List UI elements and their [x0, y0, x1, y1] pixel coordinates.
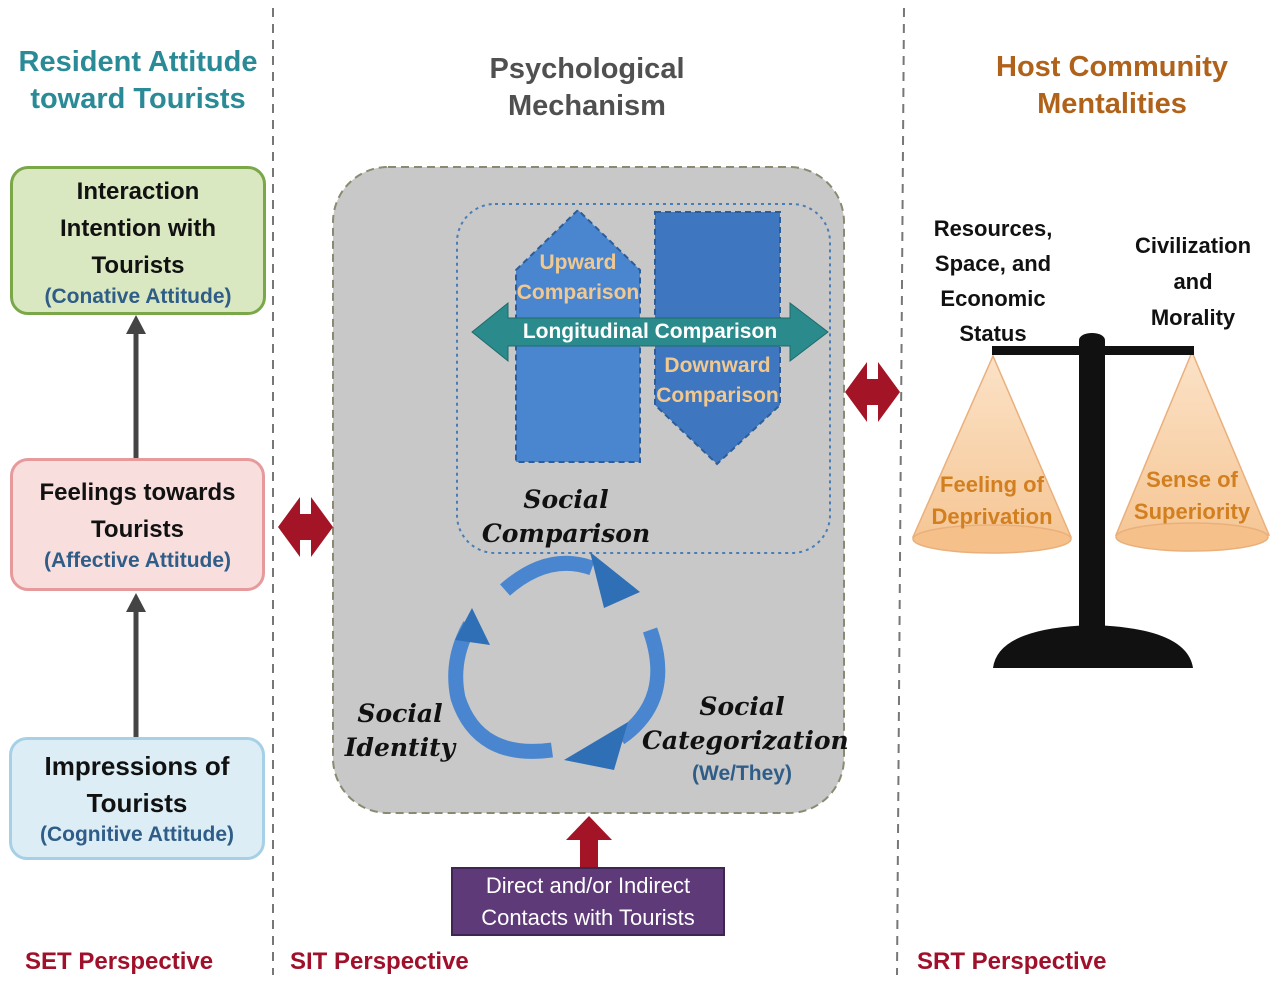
middle-title-line2: Mechanism — [508, 90, 666, 122]
right-double-arrow — [845, 362, 900, 422]
left-column-title: Resident Attitude toward Tourists — [0, 44, 276, 118]
feeling-of-deprivation-label: Feeling of Deprivation — [918, 469, 1066, 533]
deprivation-line2: Deprivation — [931, 504, 1053, 529]
cognitive-sub: (Cognitive Attitude) — [39, 823, 235, 846]
balance-scale-icon — [911, 333, 1271, 668]
cognitive-attitude-box: Impressions of Tourists (Cognitive Attit… — [9, 737, 265, 860]
scale-right-line2: and — [1173, 269, 1213, 294]
left-title-line2: toward Tourists — [30, 83, 246, 115]
left-title-line1: Resident Attitude — [18, 46, 258, 78]
contacts-line2: Contacts with Tourists — [481, 905, 695, 930]
contacts-up-arrow — [566, 816, 612, 868]
contacts-box: Direct and/or Indirect Contacts with Tou… — [451, 867, 725, 936]
superiority-line2: Superiority — [1133, 499, 1251, 524]
downward-comparison-label: Downward Comparison — [655, 351, 780, 411]
set-perspective-label: SET Perspective — [25, 948, 214, 975]
sense-of-superiority-label: Sense of Superiority — [1118, 464, 1266, 528]
social-identity-label: Social Identity — [340, 697, 460, 765]
scale-right-label: Civilization and Morality — [1120, 228, 1266, 336]
upward-line2: Comparison — [516, 281, 640, 304]
affective-attitude-box: Feelings towards Tourists (Affective Att… — [10, 458, 265, 591]
right-title-line2: Mentalities — [1037, 88, 1187, 120]
scale-left-line2: Space, and — [934, 251, 1052, 276]
social-categorization-line1: Social — [699, 692, 785, 721]
conative-line1: Interaction — [76, 178, 200, 205]
right-column-title: Host Community Mentalities — [962, 49, 1262, 123]
contacts-line1: Direct and/or Indirect — [485, 873, 691, 898]
scale-left-label: Resources, Space, and Economic Status — [920, 211, 1066, 351]
social-cycle-arrows — [448, 555, 666, 759]
arrow-cognitive-to-affective — [126, 593, 146, 737]
upward-comparison-label: Upward Comparison — [516, 248, 640, 308]
social-cycle-arrowheads — [455, 552, 640, 770]
social-comparison-line2: Comparison — [481, 519, 651, 548]
we-they-label: (We/They) — [692, 762, 792, 785]
scale-left-line3: Economic — [940, 286, 1046, 311]
conative-attitude-box: Interaction Intention with Tourists (Con… — [10, 166, 266, 315]
affective-line1: Feelings towards — [39, 479, 236, 506]
affective-line2: Tourists — [91, 516, 184, 543]
deprivation-line1: Feeling of — [940, 472, 1044, 497]
sit-perspective-label: SIT Perspective — [290, 948, 469, 975]
scale-left-line1: Resources, — [933, 216, 1053, 241]
social-categorization-line2: Categorization — [642, 726, 849, 755]
affective-sub: (Affective Attitude) — [43, 549, 232, 572]
social-categorization-label: Social Categorization — [642, 690, 849, 758]
middle-title-line1: Psychological — [489, 53, 685, 85]
scale-left-line4: Status — [959, 321, 1027, 346]
social-comparison-frame — [456, 203, 831, 554]
superiority-line1: Sense of — [1146, 467, 1238, 492]
social-identity-line2: Identity — [344, 733, 456, 762]
middle-column-title: Psychological Mechanism — [437, 51, 737, 125]
downward-line1: Downward — [664, 354, 771, 377]
upward-line1: Upward — [539, 251, 617, 274]
longitudinal-comparison-label: Longitudinal Comparison — [522, 320, 778, 343]
srt-perspective-label: SRT Perspective — [917, 948, 1107, 975]
cognitive-line2: Tourists — [86, 788, 188, 818]
conative-line2: Intention with — [60, 215, 216, 242]
social-comparison-label: Social Comparison — [466, 483, 666, 551]
arrow-affective-to-conative — [126, 315, 146, 458]
right-title-line1: Host Community — [996, 51, 1228, 83]
conative-line3: Tourists — [91, 252, 185, 279]
downward-line2: Comparison — [656, 384, 779, 407]
scale-right-line1: Civilization — [1134, 233, 1252, 258]
scale-right-line3: Morality — [1150, 305, 1236, 330]
conative-sub: (Conative Attitude) — [44, 285, 232, 308]
social-comparison-line1: Social — [523, 485, 609, 514]
longitudinal-comparison-arrow — [471, 301, 829, 363]
social-identity-line1: Social — [357, 699, 443, 728]
left-column-arrows — [126, 315, 146, 737]
left-double-arrow — [278, 497, 333, 557]
cognitive-line1: Impressions of — [44, 751, 230, 781]
